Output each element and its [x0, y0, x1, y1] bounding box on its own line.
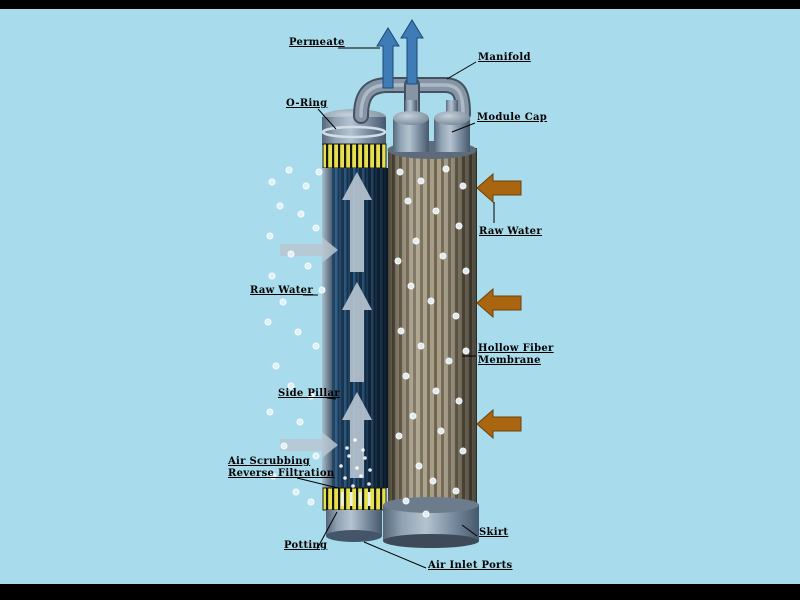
left-cylinder-module [321, 109, 388, 542]
label-side-pillar: Side Pillar [278, 388, 340, 399]
left-cap-body [322, 117, 386, 145]
label-raw-water-left: Raw Water [250, 285, 313, 296]
raw-water-inlet-arrows [476, 172, 522, 440]
label-potting: Potting [284, 540, 328, 551]
potting-stripes-bottom [323, 488, 386, 510]
air-bubbles [264, 165, 470, 518]
leader-skirt [461, 524, 478, 537]
raw-water-entry-arrows [280, 237, 338, 458]
leader-manifold [446, 61, 477, 80]
permeate-arrow [400, 19, 424, 85]
label-module-cap: Module Cap [477, 112, 548, 123]
module-cap-dome [434, 111, 470, 125]
label-permeate: Permeate [289, 37, 345, 48]
bottom-frame-bar [0, 584, 800, 600]
air-scrubbing-spray [339, 438, 372, 488]
entry-arrow [280, 237, 338, 263]
label-hollow-fiber-line1: Hollow Fiber [478, 343, 554, 354]
label-o-ring: O-Ring [286, 98, 328, 109]
label-hollow-fiber-membrane: Hollow Fiber Membrane [478, 343, 554, 367]
leader-side-pillar [326, 397, 337, 400]
side-pillar [322, 168, 332, 488]
up-flow-arrow [342, 392, 372, 478]
label-skirt: Skirt [479, 527, 509, 538]
leader-potting [316, 511, 338, 550]
leader-air-inlet-ports [363, 541, 427, 569]
skirt-lip [383, 497, 479, 513]
leader-air-scrubbing [296, 477, 339, 489]
manifold [353, 77, 471, 124]
label-air-scrubbing-line2: Reverse Filtration [228, 468, 335, 479]
raw-water-arrow [476, 408, 522, 440]
up-flow-arrow [342, 172, 372, 272]
module-cap-dome [393, 111, 429, 125]
potting-stripes-top [323, 144, 386, 168]
label-air-inlet-ports: Air Inlet Ports [428, 560, 513, 571]
o-ring [321, 125, 387, 139]
leader-module-cap [451, 122, 476, 133]
label-air-scrubbing-line1: Air Scrubbing [228, 456, 311, 467]
entry-arrow [280, 432, 338, 458]
internal-flow-arrows [342, 172, 372, 478]
leader-lines [296, 47, 495, 569]
top-frame-bar [0, 0, 800, 9]
label-air-scrubbing: Air Scrubbing Reverse Filtration [228, 456, 334, 480]
leader-o-ring [317, 108, 337, 130]
permeate-arrow [376, 27, 400, 89]
label-manifold: Manifold [478, 52, 531, 63]
up-flow-arrow [342, 282, 372, 382]
label-raw-water-right: Raw Water [479, 226, 542, 237]
raw-water-arrow [476, 287, 522, 319]
left-base-rim [326, 530, 382, 542]
permeate-arrows [376, 19, 424, 89]
label-hollow-fiber-line2: Membrane [478, 355, 541, 366]
air-inlet-ports [341, 492, 371, 506]
skirt-rim [383, 534, 479, 548]
raw-water-arrow [476, 172, 522, 204]
